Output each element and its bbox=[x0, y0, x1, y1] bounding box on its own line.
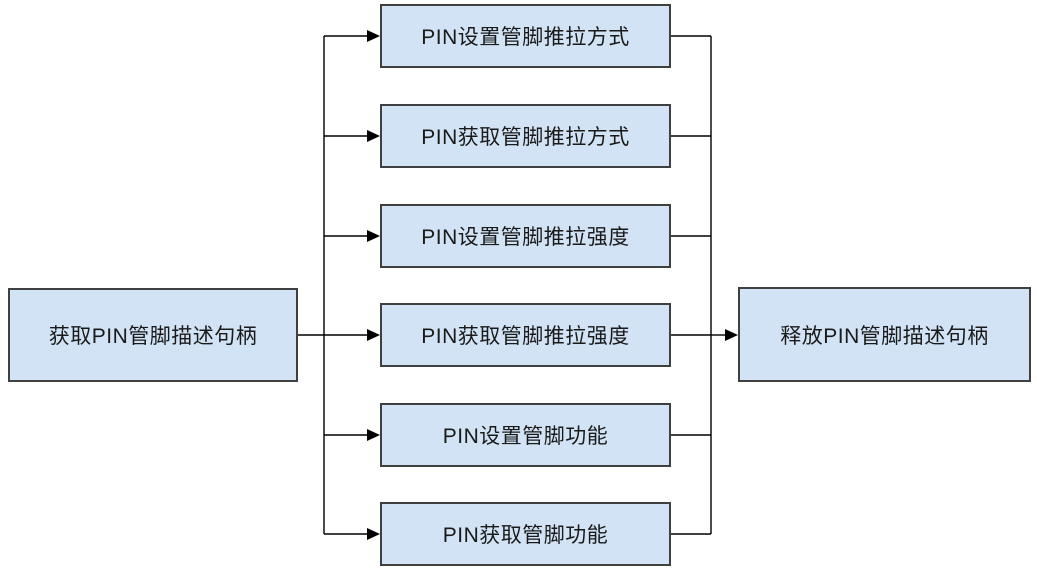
arrowhead-icon bbox=[367, 528, 380, 540]
node-label: PIN获取管脚功能 bbox=[442, 524, 609, 547]
node-label: PIN设置管脚推拉强度 bbox=[421, 226, 630, 249]
node-get-pin-function: PIN获取管脚功能 bbox=[380, 502, 671, 566]
node-set-pin-function: PIN设置管脚功能 bbox=[380, 403, 671, 467]
node-label: 获取PIN管脚描述句柄 bbox=[48, 325, 258, 348]
node-label: PIN设置管脚推拉方式 bbox=[421, 26, 630, 49]
node-get-pull-strength: PIN获取管脚推拉强度 bbox=[380, 303, 671, 367]
node-get-pull-mode: PIN获取管脚推拉方式 bbox=[380, 104, 671, 168]
node-label: PIN设置管脚功能 bbox=[442, 425, 609, 448]
node-set-pull-strength: PIN设置管脚推拉强度 bbox=[380, 204, 671, 268]
node-label: PIN获取管脚推拉方式 bbox=[421, 126, 630, 149]
arrowhead-icon bbox=[367, 230, 380, 242]
arrowhead-icon bbox=[367, 329, 380, 341]
arrowhead-icon bbox=[725, 329, 738, 341]
arrowhead-icon bbox=[367, 429, 380, 441]
node-label: 释放PIN管脚描述句柄 bbox=[780, 324, 989, 348]
node-get-pin-handle: 获取PIN管脚描述句柄 bbox=[8, 288, 298, 382]
node-release-pin-handle: 释放PIN管脚描述句柄 bbox=[738, 287, 1031, 382]
arrowhead-icon bbox=[367, 30, 380, 42]
node-label: PIN获取管脚推拉强度 bbox=[421, 325, 630, 348]
arrowhead-icon bbox=[367, 130, 380, 142]
node-set-pull-mode: PIN设置管脚推拉方式 bbox=[380, 4, 671, 68]
